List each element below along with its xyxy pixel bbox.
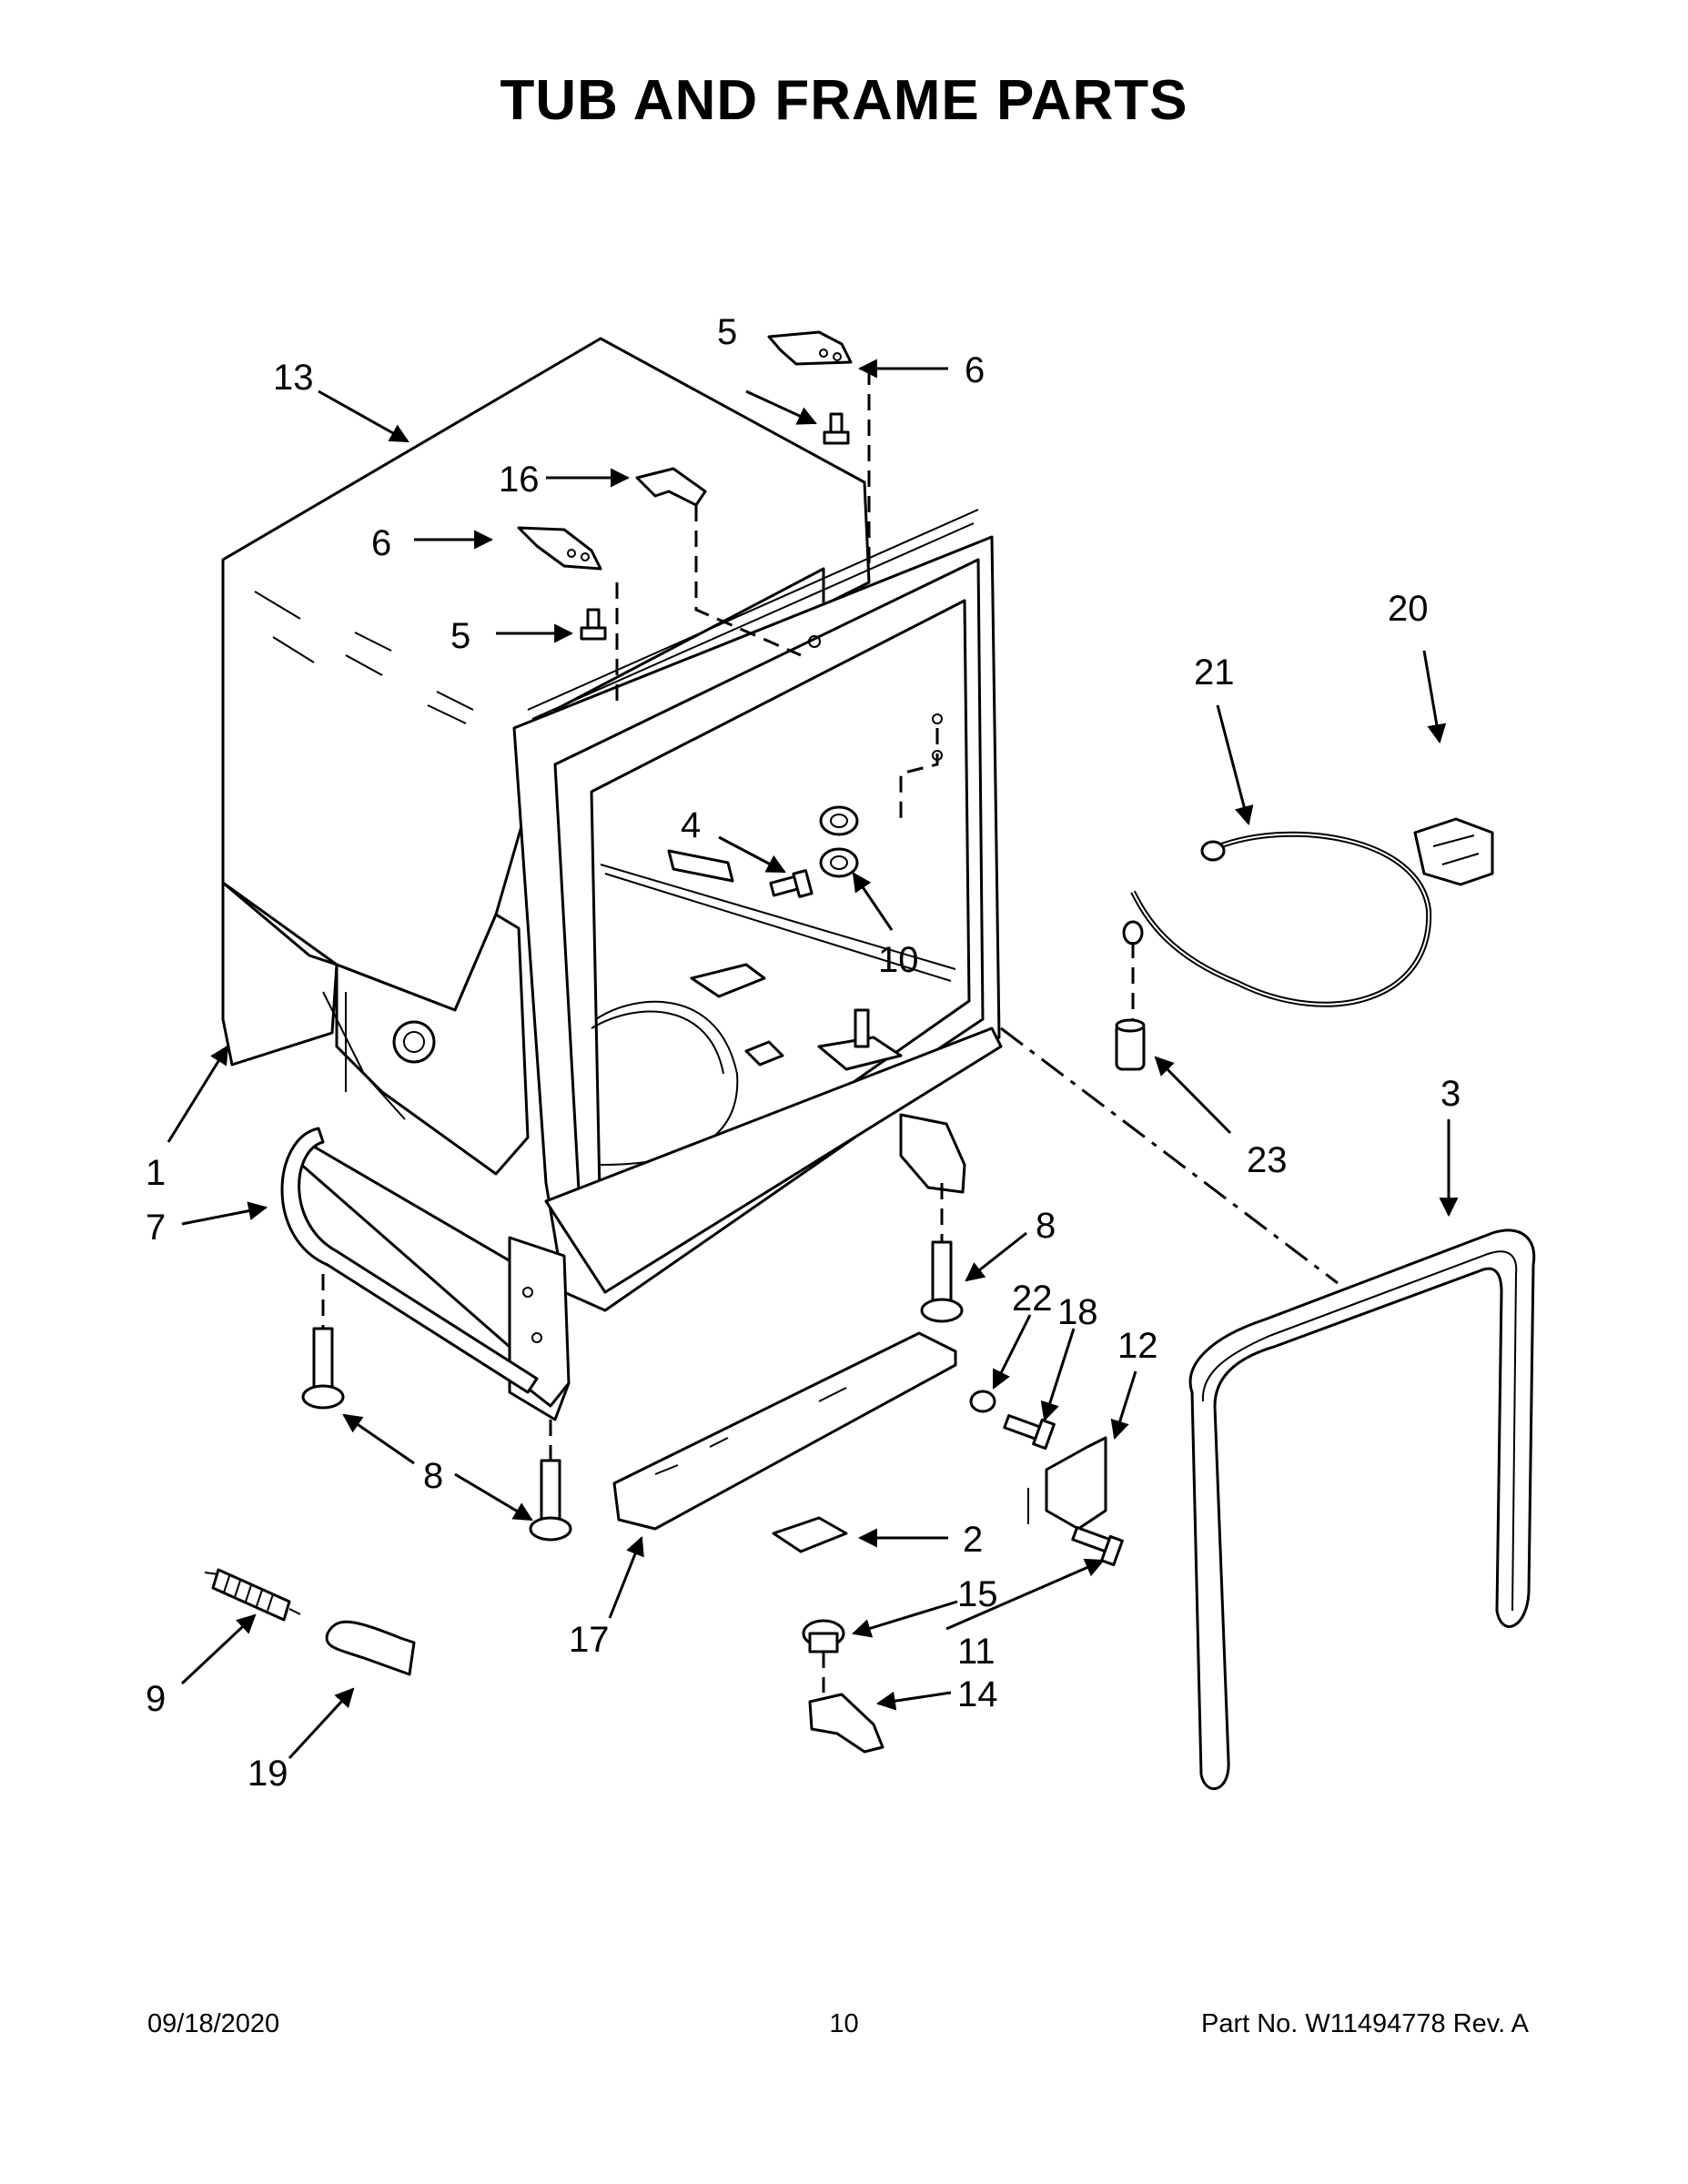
plate-part (772, 1516, 848, 1553)
bracket-part (1045, 1436, 1107, 1531)
leveling-leg-part (529, 1420, 572, 1542)
screw-part (580, 608, 607, 641)
callout-21: 20 (1388, 589, 1429, 629)
callout-6-left: 6 (371, 523, 391, 563)
spring-part (204, 1568, 301, 1622)
callout-11: 11 (957, 1632, 996, 1672)
callout-2: 2 (963, 1520, 983, 1560)
callout-7: 7 (146, 1208, 166, 1248)
callout-10: 10 (878, 940, 919, 980)
callout-19: 19 (248, 1754, 288, 1794)
float-switch-part (802, 1619, 845, 1693)
vent-part (667, 849, 734, 883)
callout-9: 9 (146, 1679, 166, 1719)
callout-17: 17 (569, 1620, 610, 1660)
bracket-clip-part (1413, 817, 1494, 886)
lower-gasket-part (280, 1127, 539, 1394)
callout-22: 21 (1194, 652, 1235, 693)
switch-bracket-part (808, 1693, 884, 1754)
leveling-leg-part (301, 1274, 345, 1410)
callout-15: 15 (957, 1574, 998, 1614)
callout-16: 16 (499, 460, 540, 500)
screw-part (823, 412, 850, 445)
side-bracket-part (517, 526, 602, 571)
callout-12: 12 (1117, 1326, 1158, 1366)
callout-3: 3 (1440, 1074, 1461, 1114)
cover-part (325, 1620, 416, 1676)
callout-4: 4 (681, 805, 701, 845)
hose-part (1130, 831, 1432, 1007)
callout-5-left: 5 (450, 616, 470, 656)
callout-1: 1 (146, 1153, 166, 1193)
page-title: TUB AND FRAME PARTS (500, 69, 1188, 132)
footer-part-number: Part No. W11494778 Rev. A (1200, 2009, 1529, 2038)
callout-5-top: 5 (717, 312, 737, 352)
callout-13: 13 (273, 358, 314, 398)
washer-part (969, 1390, 996, 1413)
footer-date: 09/18/2020 (147, 2009, 280, 2038)
footer-page-number: 10 (829, 2009, 859, 2038)
leveling-leg-part (920, 1183, 964, 1323)
base-panel-part (612, 1331, 957, 1531)
callout-6-top: 6 (965, 350, 985, 390)
callout-8-right: 8 (1036, 1206, 1056, 1246)
callout-23: 23 (1247, 1140, 1288, 1180)
screw-part (1003, 1414, 1056, 1451)
grommet-part (819, 805, 859, 878)
callout-8-left: 8 (423, 1456, 443, 1496)
callout-18: 18 (1057, 1292, 1098, 1332)
screw-part (1071, 1526, 1124, 1567)
tub-assembly (221, 337, 1003, 1421)
bolt-part (769, 869, 814, 898)
door-seal-part (1188, 1228, 1536, 1791)
callout-arrows (167, 359, 1459, 1760)
sleeve-part (1115, 1018, 1146, 1071)
callout-20: 22 (1012, 1279, 1053, 1319)
callout-14: 14 (957, 1674, 998, 1714)
top-bracket-part (767, 330, 853, 366)
